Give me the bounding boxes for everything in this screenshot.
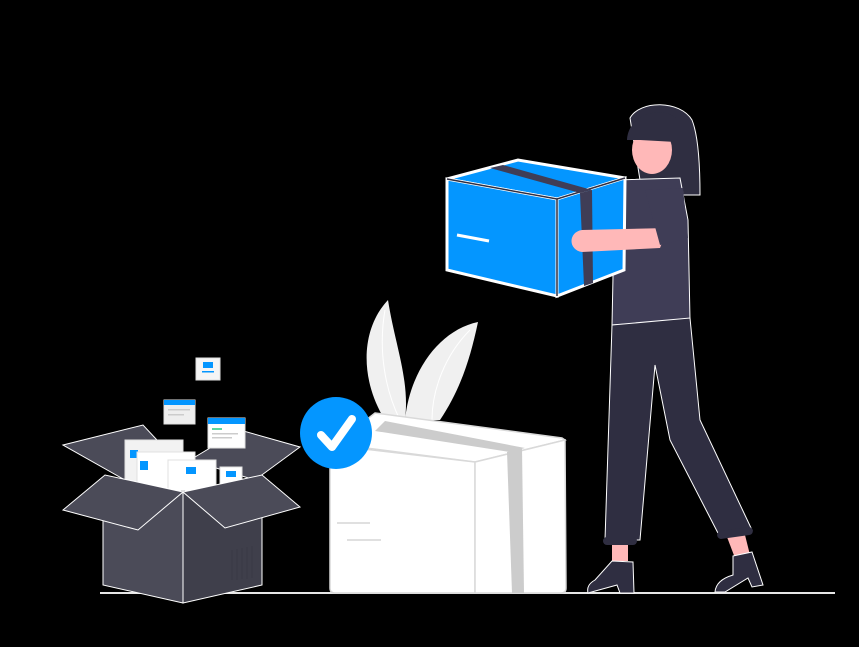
floating-document-cards bbox=[163, 357, 246, 449]
check-badge bbox=[300, 397, 372, 469]
woman-figure bbox=[587, 104, 764, 594]
floating-card-right bbox=[207, 417, 246, 449]
woman-arm bbox=[571, 188, 688, 252]
open-dark-box bbox=[61, 424, 302, 604]
check-circle-icon bbox=[300, 397, 372, 469]
floating-card-small bbox=[195, 357, 221, 381]
checkmark-icon bbox=[317, 415, 356, 451]
blue-carried-box bbox=[445, 158, 627, 299]
white-closed-box bbox=[329, 412, 567, 594]
decorative-leaves bbox=[366, 300, 478, 421]
floating-card-left bbox=[163, 399, 196, 425]
